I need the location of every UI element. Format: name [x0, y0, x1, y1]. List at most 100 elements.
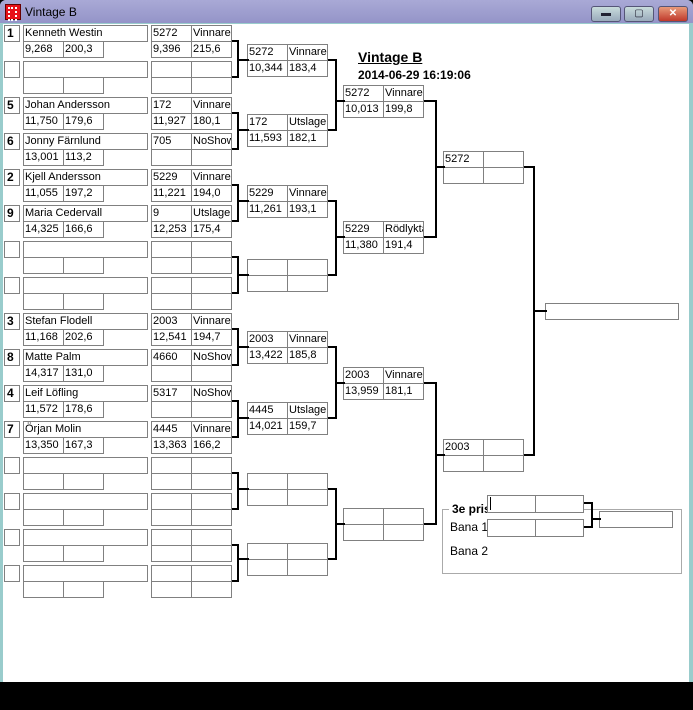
round2-match-time[interactable]: 10,344: [247, 60, 288, 77]
round1-result-status[interactable]: NoShow: [191, 133, 232, 150]
player-time[interactable]: [23, 257, 64, 274]
round1-result-speed[interactable]: 194,0: [191, 185, 232, 202]
round2-match-speed[interactable]: [287, 489, 328, 506]
round2-match-speed[interactable]: 182,1: [287, 130, 328, 147]
round1-result-number[interactable]: 705: [151, 133, 192, 150]
player-name[interactable]: Kenneth Westin: [23, 25, 148, 42]
round1-result-number[interactable]: 4445: [151, 421, 192, 438]
round1-result-speed[interactable]: 180,1: [191, 113, 232, 130]
round2-match-time[interactable]: 13,422: [247, 347, 288, 364]
bana1-number[interactable]: [487, 495, 536, 513]
maximize-button[interactable]: ▢: [624, 6, 654, 22]
round1-result-speed[interactable]: [191, 509, 232, 526]
player-speed[interactable]: 131,0: [63, 365, 104, 382]
round3-match-status[interactable]: Rödlykta: [383, 221, 424, 238]
seed-box[interactable]: 5: [4, 97, 20, 114]
semifinal-match-speed[interactable]: [483, 167, 524, 184]
round2-match-time[interactable]: [247, 559, 288, 576]
round1-result-status[interactable]: [191, 241, 232, 258]
round2-match-status[interactable]: Vinnare: [287, 44, 328, 61]
round2-match-time[interactable]: [247, 275, 288, 292]
semifinal-match-status[interactable]: [483, 151, 524, 168]
round1-result-status[interactable]: Vinnare: [191, 25, 232, 42]
round1-result-status[interactable]: [191, 565, 232, 582]
round2-match-number[interactable]: [247, 259, 288, 276]
round2-match-number[interactable]: 4445: [247, 402, 288, 419]
round1-result-number[interactable]: [151, 565, 192, 582]
round1-result-time[interactable]: [151, 293, 192, 310]
seed-box[interactable]: 4: [4, 385, 20, 402]
round2-match-status[interactable]: Utslagen: [287, 402, 328, 419]
seed-box[interactable]: 8: [4, 349, 20, 366]
round1-result-time[interactable]: [151, 149, 192, 166]
round1-result-status[interactable]: [191, 457, 232, 474]
round3-match-number[interactable]: 5229: [343, 221, 384, 238]
seed-box[interactable]: [4, 241, 20, 258]
round2-match-number[interactable]: 2003: [247, 331, 288, 348]
player-time[interactable]: 11,055: [23, 185, 64, 202]
seed-box[interactable]: [4, 529, 20, 546]
player-name[interactable]: Stefan Flodell: [23, 313, 148, 330]
round1-result-time[interactable]: [151, 401, 192, 418]
player-name[interactable]: Matte Palm: [23, 349, 148, 366]
app-icon[interactable]: [5, 4, 21, 21]
player-time[interactable]: 11,750: [23, 113, 64, 130]
player-speed[interactable]: [63, 293, 104, 310]
round3-match-number[interactable]: 5272: [343, 85, 384, 102]
player-name[interactable]: [23, 277, 148, 294]
player-name[interactable]: Johan Andersson: [23, 97, 148, 114]
seed-box[interactable]: [4, 565, 20, 582]
round3-match-time[interactable]: 10,013: [343, 101, 384, 118]
player-time[interactable]: [23, 293, 64, 310]
seed-box[interactable]: 2: [4, 169, 20, 186]
round1-result-time[interactable]: [151, 77, 192, 94]
round2-match-time[interactable]: [247, 489, 288, 506]
round1-result-number[interactable]: 9: [151, 205, 192, 222]
round2-match-number[interactable]: [247, 543, 288, 560]
semifinal-match-time[interactable]: [443, 167, 484, 184]
round1-result-time[interactable]: [151, 545, 192, 562]
round1-result-status[interactable]: Vinnare: [191, 169, 232, 186]
player-time[interactable]: 9,268: [23, 41, 64, 58]
player-name[interactable]: Maria Cedervall: [23, 205, 148, 222]
round2-match-status[interactable]: Vinnare: [287, 185, 328, 202]
player-speed[interactable]: 113,2: [63, 149, 104, 166]
seed-box[interactable]: 3: [4, 313, 20, 330]
player-time[interactable]: 13,001: [23, 149, 64, 166]
bana1-status[interactable]: [535, 495, 584, 513]
round2-match-time[interactable]: 11,261: [247, 201, 288, 218]
semifinal-match-number[interactable]: 5272: [443, 151, 484, 168]
round1-result-time[interactable]: [151, 365, 192, 382]
bana2-number[interactable]: [487, 519, 536, 537]
player-speed[interactable]: 179,6: [63, 113, 104, 130]
player-time[interactable]: 11,168: [23, 329, 64, 346]
round3-match-time[interactable]: 11,380: [343, 237, 384, 254]
player-time[interactable]: [23, 77, 64, 94]
round2-match-number[interactable]: [247, 473, 288, 490]
round1-result-status[interactable]: Utslagen: [191, 205, 232, 222]
round1-result-speed[interactable]: [191, 149, 232, 166]
round1-result-number[interactable]: 5229: [151, 169, 192, 186]
semifinal-match-status[interactable]: [483, 439, 524, 456]
round1-result-time[interactable]: [151, 509, 192, 526]
round2-match-number[interactable]: 5272: [247, 44, 288, 61]
round2-match-number[interactable]: 5229: [247, 185, 288, 202]
player-time[interactable]: 14,325: [23, 221, 64, 238]
player-name[interactable]: [23, 241, 148, 258]
player-time[interactable]: 14,317: [23, 365, 64, 382]
round3-match-time[interactable]: [343, 524, 384, 541]
round3-match-number[interactable]: [343, 508, 384, 525]
player-time[interactable]: [23, 473, 64, 490]
round1-result-number[interactable]: [151, 61, 192, 78]
round1-result-speed[interactable]: [191, 365, 232, 382]
semifinal-match-time[interactable]: [443, 455, 484, 472]
round1-result-number[interactable]: 2003: [151, 313, 192, 330]
player-name[interactable]: [23, 457, 148, 474]
third-winner-box[interactable]: [599, 511, 673, 528]
round1-result-speed[interactable]: [191, 581, 232, 598]
seed-box[interactable]: [4, 61, 20, 78]
round1-result-time[interactable]: 12,253: [151, 221, 192, 238]
round1-result-status[interactable]: [191, 277, 232, 294]
player-speed[interactable]: [63, 473, 104, 490]
round1-result-speed[interactable]: 194,7: [191, 329, 232, 346]
